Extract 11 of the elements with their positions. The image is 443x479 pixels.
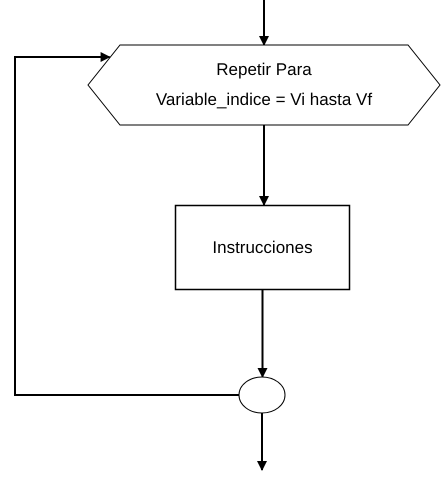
connector-circle (239, 377, 285, 413)
arrow (258, 290, 268, 378)
process-box (175, 205, 350, 290)
node-text: Instrucciones (212, 236, 313, 259)
node-text: Variable_indice = Vi hasta Vf (156, 89, 372, 111)
arrow (259, 0, 269, 46)
loop-hexagon (88, 45, 440, 125)
arrow (257, 413, 267, 471)
arrow (259, 125, 269, 206)
arrow (14, 52, 239, 396)
node-text: Repetir Para (216, 59, 312, 82)
